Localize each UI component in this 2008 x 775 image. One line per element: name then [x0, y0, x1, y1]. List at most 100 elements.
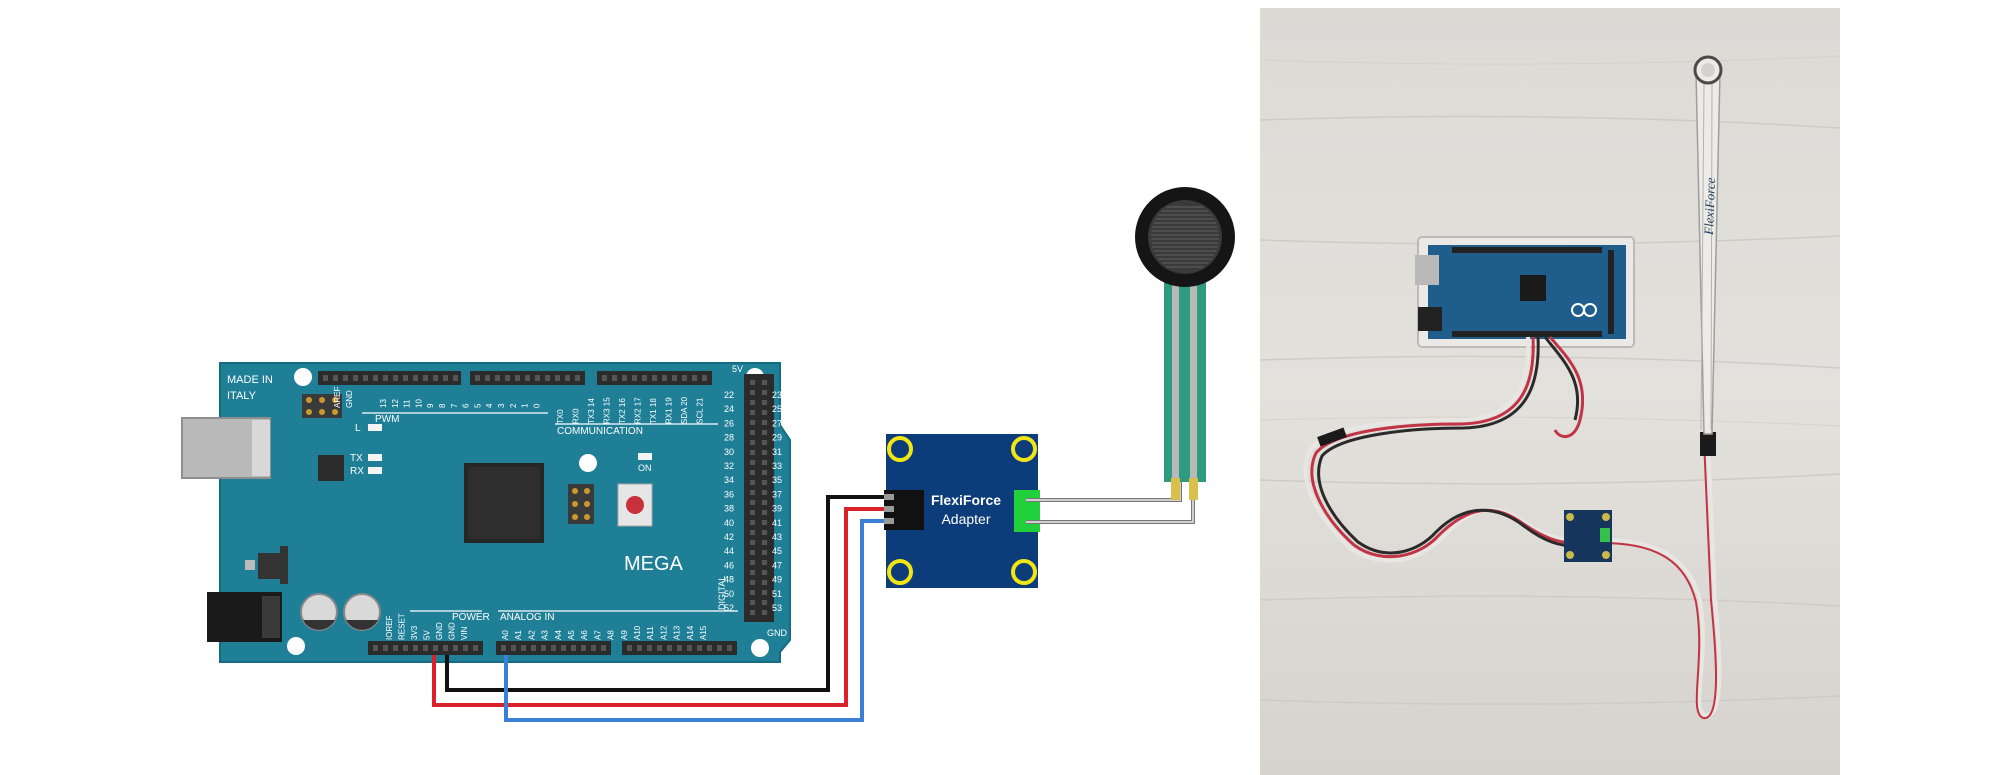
- pin-label: 5V: [423, 630, 432, 640]
- wire-gnd: [445, 495, 894, 692]
- pin-hole: [393, 645, 398, 651]
- pin-label: A15: [699, 625, 708, 640]
- pin-label: 32: [724, 461, 734, 471]
- reset-button[interactable]: [617, 483, 653, 527]
- pin-hole: [601, 645, 606, 651]
- pin-hole: [672, 375, 677, 381]
- pin-label: 47: [772, 560, 782, 570]
- adapter-label-line2: Adapter: [941, 511, 990, 527]
- flexiforce-adapter: FlexiForce Adapter: [884, 434, 1040, 588]
- pin-hole: [750, 460, 755, 465]
- pin-hole: [762, 490, 767, 495]
- pin-hole: [750, 610, 755, 615]
- pin-hole: [697, 645, 702, 651]
- digital-header-right: [744, 374, 774, 622]
- pin-hole: [373, 645, 378, 651]
- pin-label: A9: [620, 630, 629, 640]
- pin-hole: [750, 600, 755, 605]
- pin-hole: [555, 375, 560, 381]
- pin-hole: [383, 645, 388, 651]
- pin-label: A4: [554, 630, 563, 640]
- communication-label: COMMUNICATION: [557, 426, 643, 437]
- pin-hole: [762, 430, 767, 435]
- pin-hole: [762, 530, 767, 535]
- pin-label: 42: [724, 532, 734, 542]
- pin-hole: [762, 580, 767, 585]
- pin-hole: [762, 380, 767, 385]
- pin-label: A7: [593, 630, 602, 640]
- pin-hole: [762, 570, 767, 575]
- pin-hole: [750, 510, 755, 515]
- made-in-country-label: ITALY: [227, 390, 257, 402]
- pin-hole: [403, 375, 408, 381]
- pin-hole: [393, 375, 398, 381]
- pin-hole: [667, 645, 672, 651]
- pin-hole: [353, 375, 358, 381]
- pin-hole: [647, 645, 652, 651]
- pin-label: 34: [724, 475, 734, 485]
- pin-label: SDA 20: [680, 396, 689, 424]
- pin-label: 52: [724, 603, 734, 613]
- pin-label: 6: [462, 403, 471, 408]
- usb-connector: [181, 417, 271, 479]
- analog-in-label: ANALOG IN: [500, 612, 554, 623]
- pin-hole: [762, 510, 767, 515]
- pin-hole: [750, 400, 755, 405]
- pin-label: A10: [633, 625, 642, 640]
- pin-label: 27: [772, 418, 782, 428]
- wire-signal-a0: [504, 519, 894, 722]
- sensor-connector: [1014, 490, 1040, 532]
- sensor-pin: [1189, 478, 1198, 500]
- sensor-sensing-pattern: [1151, 206, 1219, 268]
- pin-hole: [750, 450, 755, 455]
- pin-label: 28: [724, 433, 734, 443]
- pin-label: 7: [450, 403, 459, 408]
- pin-label: GND: [345, 390, 354, 408]
- pin-hole: [443, 645, 448, 651]
- pin-hole: [463, 645, 468, 651]
- pin-hole: [677, 645, 682, 651]
- pin-label: 23: [772, 390, 782, 400]
- photo-sensor-text: FlexiForce: [1701, 177, 1718, 236]
- pin-label: A13: [673, 625, 682, 640]
- photo-flexiforce-sensor: FlexiForce: [1693, 55, 1723, 435]
- on-led: [638, 453, 652, 460]
- power-jack: [207, 592, 282, 642]
- pin-hole: [750, 590, 755, 595]
- pin-hole: [602, 375, 607, 381]
- pin-label: 26: [724, 418, 734, 428]
- pin-hole: [750, 490, 755, 495]
- pin-hole: [750, 570, 755, 575]
- five-v-top-right-label: 5V: [732, 364, 743, 374]
- pin-label: RESET: [398, 613, 407, 640]
- pin-label: 37: [772, 489, 782, 499]
- adapter-hole: [887, 436, 913, 462]
- wood-grain: [1260, 55, 1840, 705]
- pin-hole: [423, 645, 428, 651]
- pin-label: A8: [607, 630, 616, 640]
- pin-label: 51: [772, 589, 782, 599]
- pin-label: 29: [772, 433, 782, 443]
- photo-cables: [1303, 336, 1722, 720]
- pin-hole: [525, 375, 530, 381]
- power-label: POWER: [452, 612, 490, 623]
- pin-hole: [717, 645, 722, 651]
- pin-hole: [323, 375, 328, 381]
- pin-hole: [612, 375, 617, 381]
- pin-hole: [762, 600, 767, 605]
- pin-hole: [750, 540, 755, 545]
- pin-hole: [762, 410, 767, 415]
- pin-hole: [581, 645, 586, 651]
- pin-hole: [762, 480, 767, 485]
- pin-hole: [762, 460, 767, 465]
- pin-label: 3: [497, 403, 506, 408]
- pin-label: 12: [391, 399, 400, 408]
- pin-hole: [627, 645, 632, 651]
- pin-label: VIN: [460, 626, 469, 640]
- pin-label: 0: [532, 403, 541, 408]
- pin-hole: [433, 645, 438, 651]
- pin-hole: [707, 645, 712, 651]
- pin-hole: [433, 375, 438, 381]
- pin-hole: [531, 645, 536, 651]
